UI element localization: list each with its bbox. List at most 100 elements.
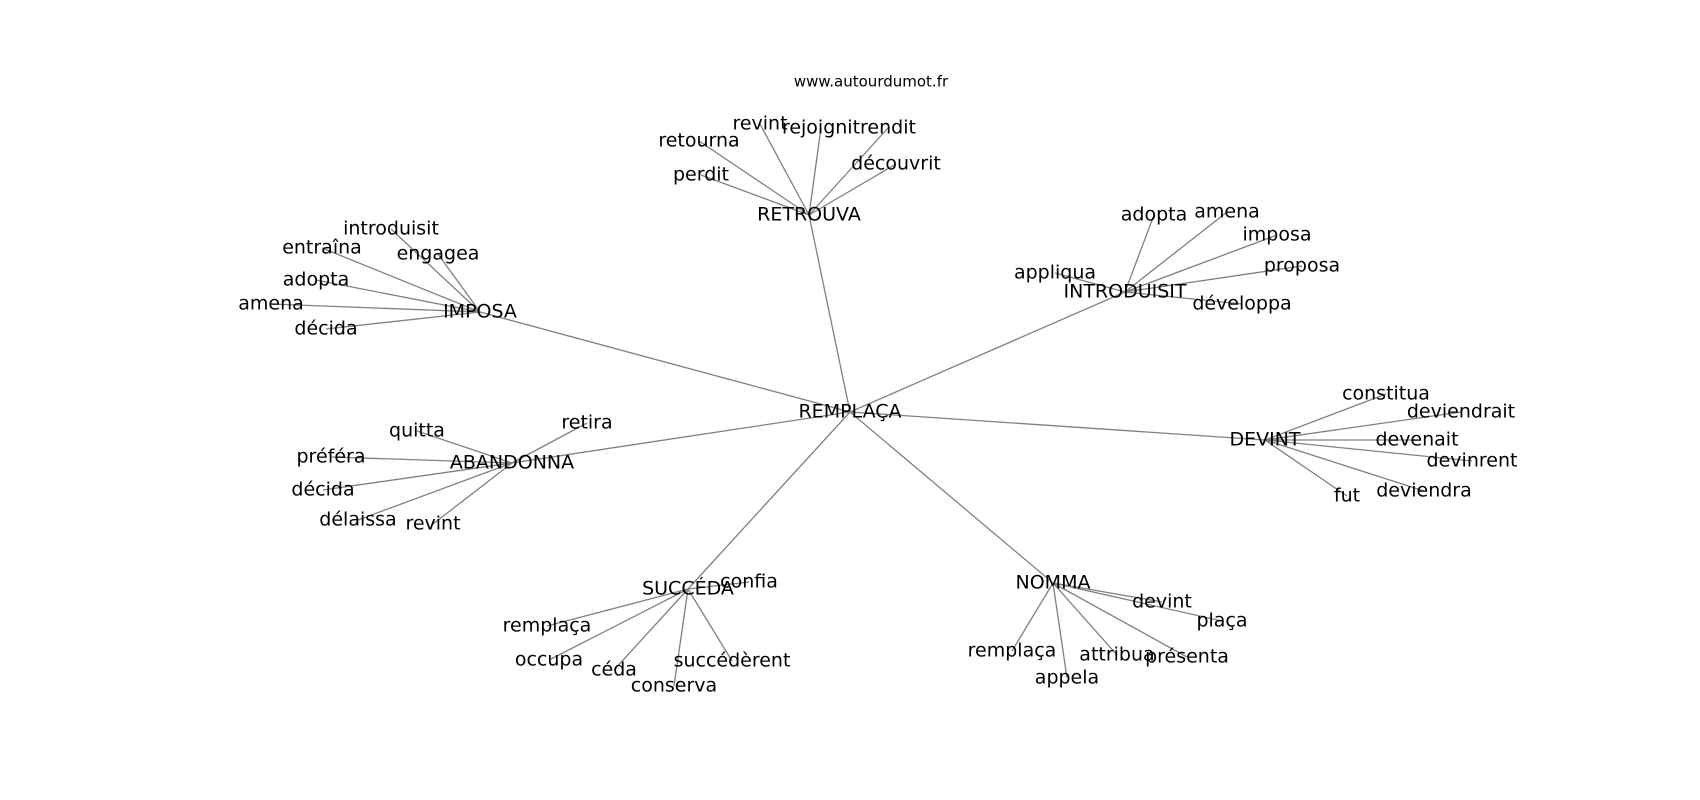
edge-hub-to-word xyxy=(613,588,689,671)
edge-hub-to-word xyxy=(1052,582,1068,679)
word-node-label: décida xyxy=(294,318,357,340)
edge-center-to-hub xyxy=(479,311,851,413)
word-node-label: devenait xyxy=(1375,429,1458,451)
hub-node-label: SUCCÉDA xyxy=(642,577,734,600)
word-node-label: deviendra xyxy=(1376,480,1472,502)
edge-hub-to-word xyxy=(270,303,481,313)
word-node-label: deviendrait xyxy=(1407,401,1515,423)
edge-hub-to-word xyxy=(322,462,513,491)
edge-hub-to-word xyxy=(548,588,689,661)
word-node-label: remplaça xyxy=(503,615,592,637)
word-node-label: engagea xyxy=(397,243,480,265)
source-label: www.autourdumot.fr xyxy=(794,73,949,91)
edge-hub-to-word xyxy=(1264,439,1473,462)
word-node-label: délaissa xyxy=(319,509,396,531)
word-node-label: amena xyxy=(1194,201,1260,223)
edge-hub-to-word xyxy=(808,127,822,216)
word-node-label: rendit xyxy=(860,117,916,139)
hub-node-label: NOMMA xyxy=(1016,572,1091,594)
word-node-label: revint xyxy=(732,113,787,135)
word-node-label: décida xyxy=(291,479,354,501)
edge-hub-to-word xyxy=(1264,411,1462,441)
edge-hub-to-word xyxy=(808,127,889,216)
edge-hub-to-word xyxy=(357,462,513,521)
word-node-label: confia xyxy=(720,571,778,593)
word-node-label: introduisit xyxy=(343,218,439,240)
edge-center-to-hub xyxy=(849,411,1054,584)
word-node-label: remplaça xyxy=(968,640,1057,662)
word-node-label: développa xyxy=(1192,293,1291,315)
edge-hub-to-word xyxy=(1054,272,1126,293)
edge-hub-to-word xyxy=(1052,582,1223,622)
edge-hub-to-word xyxy=(1264,439,1348,497)
hub-node-label: DEVINT xyxy=(1229,429,1300,451)
edge-center-to-hub xyxy=(511,411,851,464)
edge-hub-to-word xyxy=(1124,234,1278,293)
edge-hub-to-word xyxy=(325,311,481,330)
graph-labels: www.autourdumot.fr REMPLAÇA RETROUVA revin… xyxy=(238,73,1517,697)
edge-hub-to-word xyxy=(416,430,513,464)
word-node-label: adopta xyxy=(1121,204,1187,226)
word-node-label: plaça xyxy=(1196,610,1247,632)
edge-hub-to-word xyxy=(1011,582,1054,652)
center-node-label: REMPLAÇA xyxy=(798,401,901,423)
edge-hub-to-word xyxy=(1052,582,1118,656)
edge-hub-to-word xyxy=(698,140,810,216)
edge-center-to-hub xyxy=(687,411,851,590)
edge-hub-to-word xyxy=(546,588,689,627)
edge-hub-to-word xyxy=(315,279,481,313)
word-node-label: revint xyxy=(405,513,460,535)
edge-hub-to-word xyxy=(1052,582,1188,658)
edge-hub-to-word xyxy=(1124,265,1303,293)
word-node-label: présenta xyxy=(1145,646,1229,668)
edge-hub-to-word xyxy=(437,253,481,313)
word-node-label: adopta xyxy=(283,269,349,291)
word-node-label: attribua xyxy=(1079,644,1154,666)
word-node-label: quitta xyxy=(389,420,445,442)
edge-hub-to-word xyxy=(687,581,750,590)
word-node-label: retira xyxy=(561,412,612,434)
word-node-label: découvrit xyxy=(851,153,941,175)
word-node-label: préféra xyxy=(297,446,366,468)
word-node-label: proposa xyxy=(1264,255,1340,277)
edge-hub-to-word xyxy=(330,456,513,464)
edge-center-to-hub xyxy=(849,411,1266,441)
edge-hub-to-word xyxy=(673,588,689,687)
edge-hub-to-word xyxy=(1124,214,1155,293)
word-node-label: entraîna xyxy=(282,237,362,259)
word-node-label: devint xyxy=(1132,591,1192,613)
word-node-label: devinrent xyxy=(1427,450,1518,472)
edge-hub-to-word xyxy=(511,422,588,464)
edge-center-to-hub xyxy=(849,291,1126,413)
word-node-label: perdit xyxy=(673,164,729,186)
edge-hub-to-word xyxy=(700,174,810,216)
edge-hub-to-word xyxy=(1124,291,1243,305)
word-node-label: appliqua xyxy=(1014,262,1096,284)
hub-node-label: INTRODUISIT xyxy=(1064,281,1187,303)
word-node-label: rejoignit xyxy=(782,117,860,139)
word-node-label: appela xyxy=(1035,667,1099,689)
edge-hub-to-word xyxy=(808,163,897,216)
word-node-label: retourna xyxy=(658,130,739,152)
word-node-label: fut xyxy=(1334,485,1360,507)
word-node-label: imposa xyxy=(1242,224,1311,246)
word-node-label: conserva xyxy=(631,675,717,697)
edge-hub-to-word xyxy=(1052,582,1163,603)
hub-node-label: IMPOSA xyxy=(443,301,517,323)
word-node-label: occupa xyxy=(515,649,583,671)
edge-hub-to-word xyxy=(321,247,481,313)
word-node-label: céda xyxy=(591,659,637,681)
edge-hub-to-word xyxy=(687,588,733,662)
edge-hub-to-word xyxy=(390,228,481,313)
word-node-label: succédèrent xyxy=(674,650,791,672)
edge-hub-to-word xyxy=(1264,393,1387,441)
edge-hub-to-word xyxy=(432,462,513,525)
hub-node-label: RETROUVA xyxy=(757,204,861,226)
edge-hub-to-word xyxy=(1264,439,1425,492)
word-node-label: amena xyxy=(238,293,304,315)
graph-edges xyxy=(270,123,1473,687)
word-node-label: constitua xyxy=(1342,383,1430,405)
edge-hub-to-word xyxy=(1124,211,1228,293)
edge-hub-to-word xyxy=(759,123,810,216)
